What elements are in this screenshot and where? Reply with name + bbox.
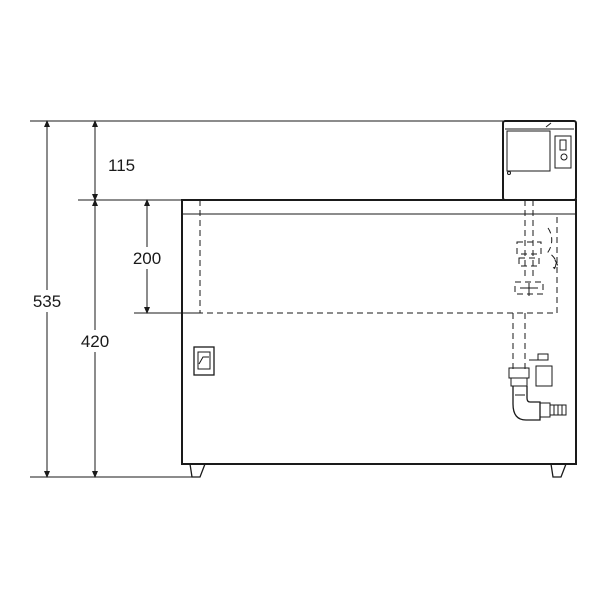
drain-elbow (512, 386, 541, 421)
drain-valve-nut (508, 367, 530, 379)
control-box-screw (507, 171, 511, 175)
control-switch-frame (554, 135, 572, 169)
control-indicator (560, 153, 568, 161)
pipe-valve-2 (518, 257, 540, 267)
label-inner-depth: 200 (133, 249, 161, 268)
dimension-labels: 535 115 420 200 (28, 156, 167, 352)
inner-tank-outline (199, 200, 558, 314)
label-total-height: 535 (33, 292, 61, 311)
foot-right (550, 463, 567, 478)
label-body-height: 420 (81, 332, 109, 351)
pipe-hose (547, 227, 557, 271)
front-switch-frame (193, 346, 215, 376)
control-switch (559, 139, 567, 151)
label-top-unit-height: 115 (108, 156, 135, 175)
drain-valve (508, 353, 567, 421)
drain-valve-handle (529, 353, 553, 387)
control-box-mark (545, 122, 552, 128)
hidden-piping (512, 200, 559, 370)
control-box-outline (502, 120, 577, 201)
machine-body (181, 199, 577, 478)
front-switch (193, 346, 215, 376)
inner-tank-hidden (199, 200, 558, 314)
pipe-hose-clip (552, 259, 559, 269)
control-display (506, 130, 551, 172)
foot-left (189, 463, 206, 478)
body-outline (181, 199, 577, 465)
pipe-cross (520, 283, 538, 296)
control-box (502, 120, 577, 201)
drain-coupling (539, 402, 551, 418)
front-switch-inner (197, 351, 211, 370)
drain-valve-body (510, 377, 528, 387)
front-switch-lever (198, 356, 209, 365)
extension-lines (30, 120, 503, 478)
pipe-valve-1 (516, 241, 542, 255)
drain-hose-ribs (553, 405, 563, 415)
